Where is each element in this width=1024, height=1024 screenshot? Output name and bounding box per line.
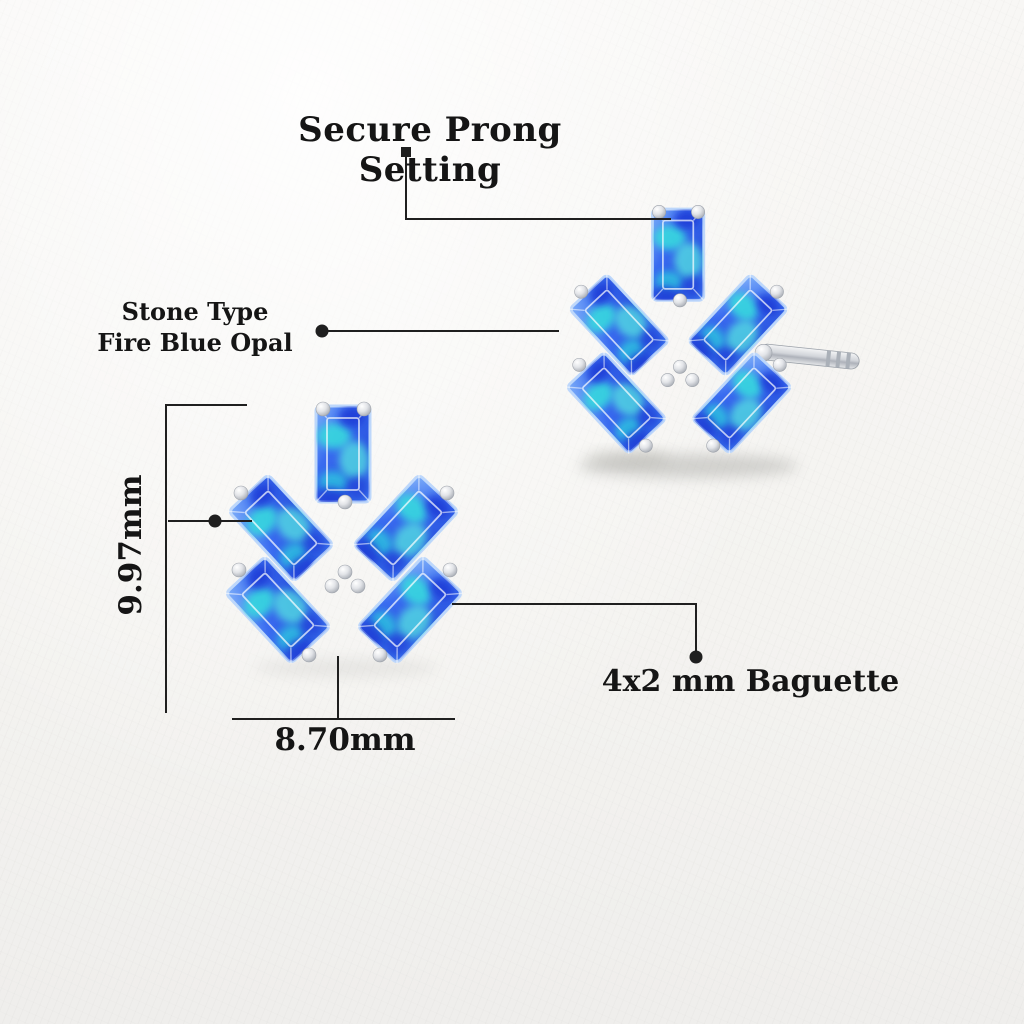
stone-type-leader-line [315, 324, 559, 338]
width-dimension-lines [232, 656, 455, 720]
width-dimension-label: 8.70mm [274, 722, 416, 758]
earring-shadow [254, 659, 438, 677]
page-title: Secure Prong Setting [298, 110, 562, 190]
earring-front-view [226, 402, 463, 677]
height-dimension-lines [165, 404, 252, 713]
height-dimension-label: 9.97mm [113, 474, 149, 616]
title-leader-line [401, 147, 671, 220]
stone-size-label: 4x2 mm Baguette [601, 664, 900, 699]
stone-type-value: Fire Blue Opal [97, 328, 293, 358]
stone-type-callout: Stone Type Fire Blue Opal [95, 296, 295, 358]
ear-post [754, 343, 860, 370]
earring-shadow [586, 451, 670, 465]
leader-dot-marker [208, 514, 222, 528]
leader-dot-marker [689, 650, 703, 664]
stone-size-leader-line [452, 603, 703, 664]
stone-type-label: Stone Type [121, 297, 269, 326]
earring-side-view [566, 205, 860, 478]
leader-square-marker [401, 147, 411, 157]
leader-dot-marker [315, 324, 329, 338]
